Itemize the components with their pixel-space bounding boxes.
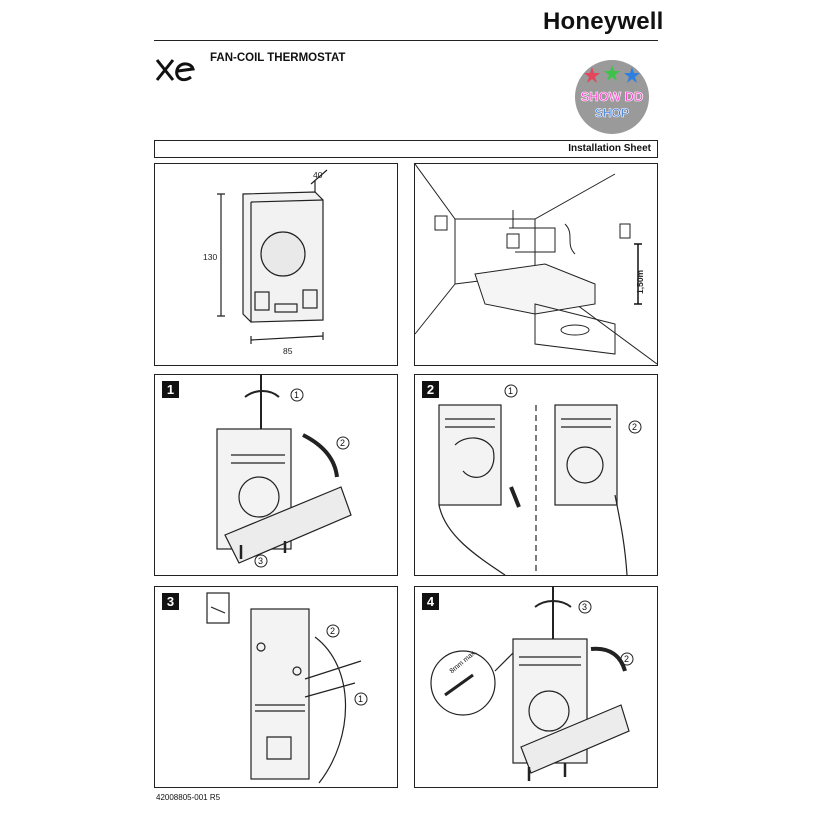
figure-step-3: 3 2 1 <box>154 586 398 788</box>
callout-2: 2 <box>624 654 629 664</box>
step-number: 4 <box>422 593 439 610</box>
depth-label: 40 <box>313 170 323 180</box>
mount-height-label: 1,50m <box>635 269 645 294</box>
shop-watermark-badge: SHOW DD SHOP <box>575 60 649 134</box>
callout-3: 3 <box>582 602 587 612</box>
figure-dimensions: 130 40 85 <box>154 163 398 366</box>
step-3-drawing <box>206 592 362 784</box>
step-2-drawing <box>438 404 628 575</box>
step-number: 3 <box>162 593 179 610</box>
step-number: 2 <box>422 381 439 398</box>
height-label: 130 <box>203 252 217 262</box>
callout-3: 3 <box>258 556 263 566</box>
brand-logo: Honeywell <box>543 8 664 35</box>
figure-room-mounting: 1,50m <box>414 163 658 366</box>
callout-2: 2 <box>330 626 335 636</box>
section-header-box: Installation Sheet <box>154 141 658 158</box>
document-number: 42008805-001 R5 <box>156 793 221 802</box>
figure-step-2: 2 1 2 <box>414 374 658 576</box>
section-rule <box>154 140 658 141</box>
room-perspective-drawing <box>415 164 657 365</box>
step-4-drawing <box>430 587 630 781</box>
callout-2: 2 <box>632 422 637 432</box>
step-1-drawing <box>216 375 352 564</box>
xe-logo <box>155 59 195 82</box>
badge-text-1: SHOW DD <box>581 89 644 104</box>
figure-step-4: 4 3 2 8mm max. <box>414 586 658 788</box>
width-label: 85 <box>283 346 293 356</box>
step-number: 1 <box>162 381 179 398</box>
callout-1: 1 <box>294 390 299 400</box>
header-rule <box>154 40 658 41</box>
callout-2: 2 <box>340 438 345 448</box>
product-title: FAN-COIL THERMOSTAT <box>210 52 346 64</box>
callout-1: 1 <box>358 694 363 704</box>
section-label: Installation Sheet <box>568 143 651 154</box>
callout-1: 1 <box>508 386 513 396</box>
badge-text-2: SHOP <box>595 106 629 120</box>
thermostat-outline-drawing <box>217 169 328 344</box>
figure-step-1: 1 1 2 3 <box>154 374 398 576</box>
